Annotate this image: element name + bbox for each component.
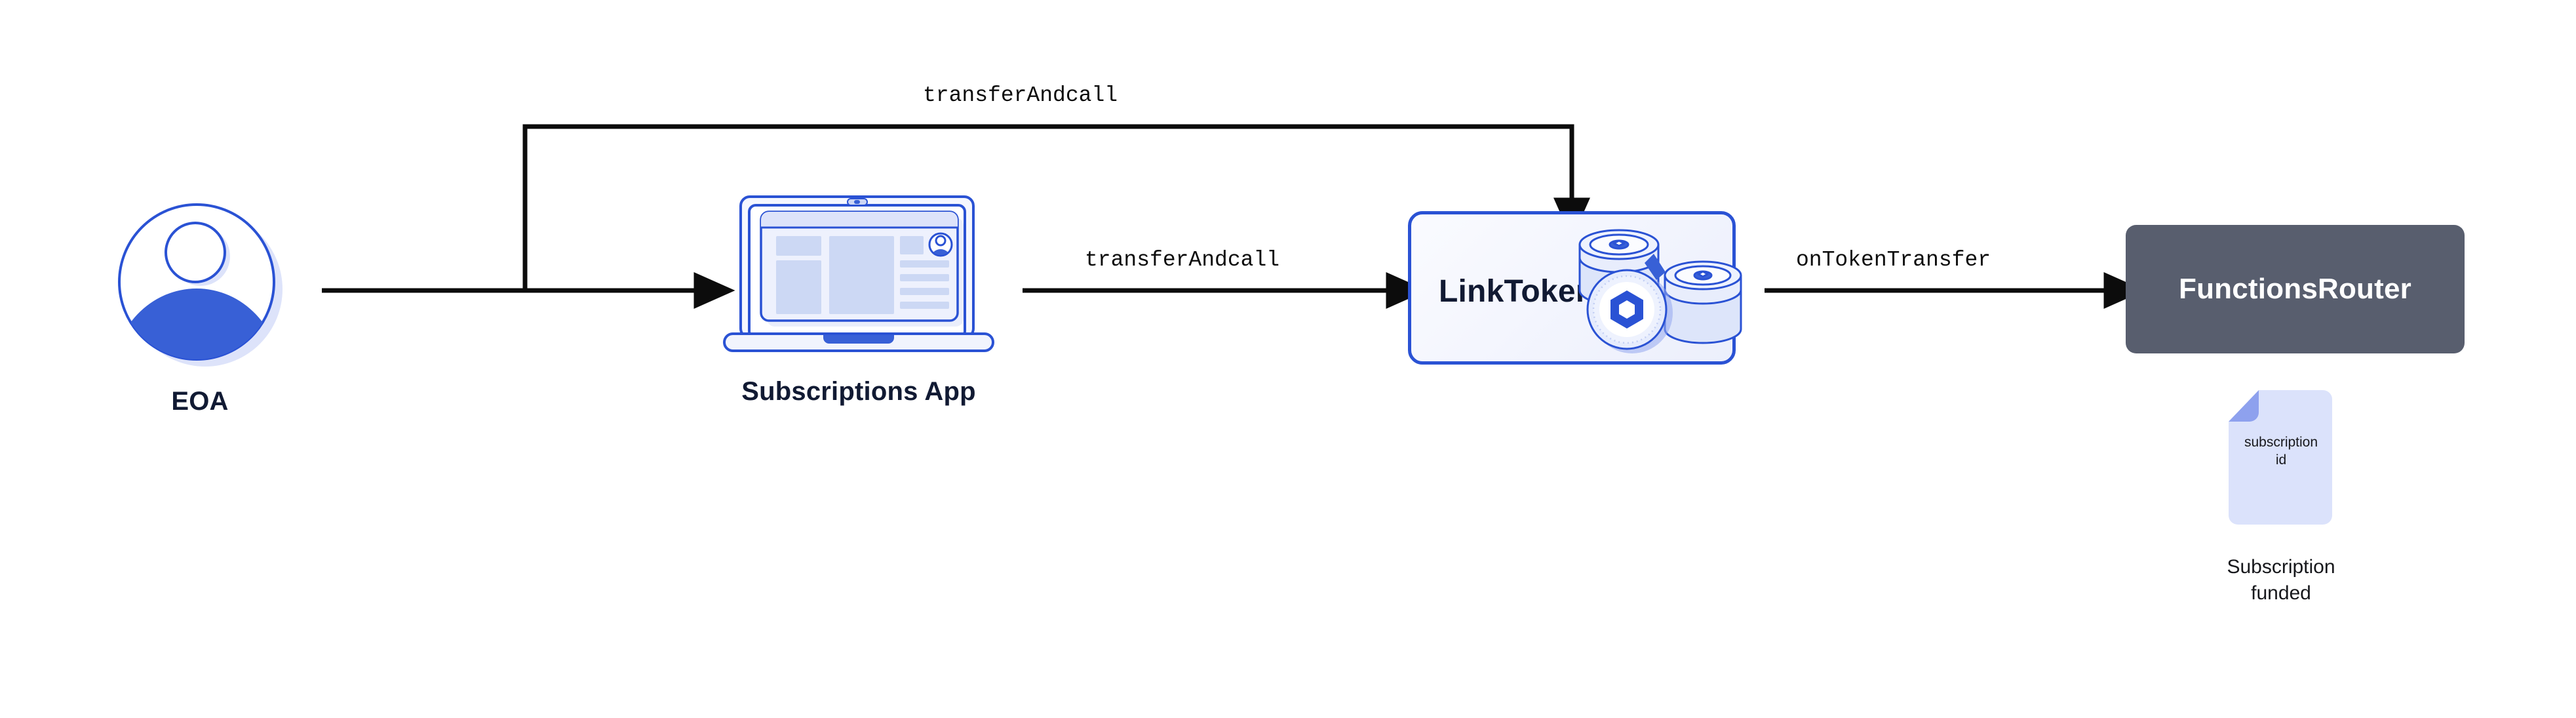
node-functionsrouter[interactable]: FunctionsRouter (2126, 225, 2465, 353)
edge-label-ontokentransfer: onTokenTransfer (1796, 248, 1991, 272)
node-eoa[interactable]: EOA (115, 200, 305, 449)
node-subscriptions-app-label: Subscriptions App (741, 377, 976, 406)
node-subscriptions-app[interactable]: Subscriptions App (714, 190, 1009, 452)
edge-label-transferandcall-mid: transferAndcall (1085, 248, 1280, 272)
laptop-dashboard-icon (723, 195, 994, 352)
node-functionsrouter-label: FunctionsRouter (2179, 273, 2411, 305)
edge-label-transferandcall-top: transferAndcall (923, 83, 1118, 108)
node-linktoken-label: LinkToken (1439, 273, 1595, 309)
node-eoa-label: EOA (171, 387, 229, 416)
node-subscription-funded-label: Subscription funded (2156, 554, 2406, 607)
document-page-icon (2229, 390, 2332, 525)
node-subscription-funded-label-line2: funded (2251, 582, 2311, 604)
node-subscription-funded-label-line1: Subscription (2227, 556, 2335, 578)
user-avatar-circle-icon (118, 203, 283, 367)
node-subscription-funded[interactable]: subscription id Subscription funded (2170, 390, 2419, 639)
edge-eoa-to-linktoken-top (522, 124, 1590, 290)
document-page-text-line1: subscription (2244, 435, 2318, 450)
document-page-text-line2: id (2275, 452, 2287, 468)
node-linktoken[interactable]: LinkToken (1408, 211, 1736, 365)
document-page-text: subscription id (2229, 433, 2333, 469)
